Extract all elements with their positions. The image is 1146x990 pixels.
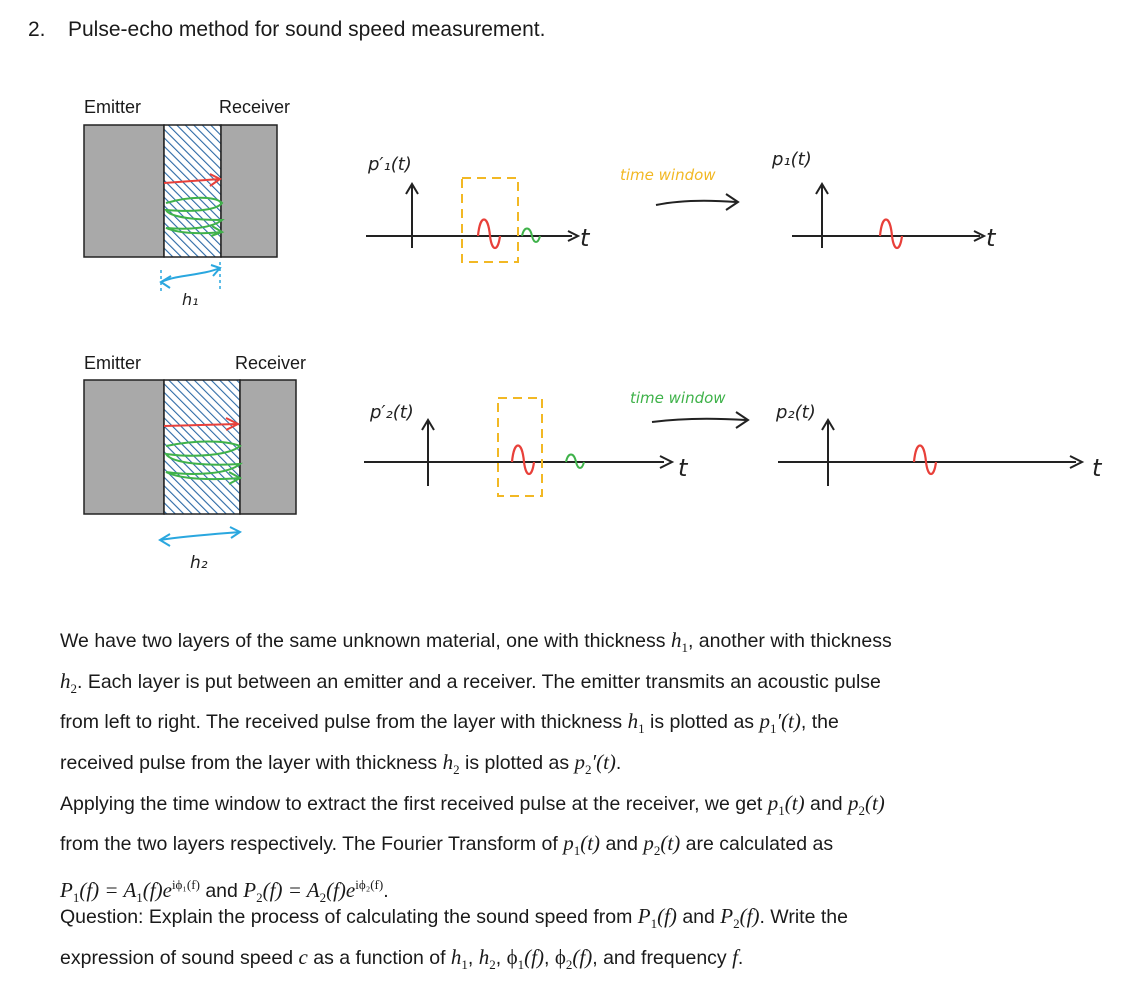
- time-window-arrow-1: time window: [620, 166, 740, 211]
- pulse-path-red-1: [163, 178, 221, 184]
- emitter-block-1: [83, 124, 165, 258]
- emitter-label-1: Emitter: [84, 97, 142, 117]
- problem-title: Pulse-echo method for sound speed measur…: [68, 18, 546, 41]
- time-window-arrow-2: time window: [630, 389, 750, 429]
- thickness-label-2: h₂: [190, 553, 208, 573]
- pulse-red-2a: [510, 444, 536, 476]
- plot-1-input: p′₁(t) t: [366, 154, 591, 263]
- time-window-box-1: [461, 177, 519, 263]
- echo-path-green-2: [164, 440, 244, 481]
- input-signal-label-2: p′₂(t): [369, 402, 414, 423]
- setup-2: h₂: [83, 379, 297, 573]
- receiver-label-1: Receiver: [219, 97, 291, 117]
- output-signal-label-2: p₂(t): [775, 402, 816, 423]
- pulse-red-1b: [878, 218, 904, 250]
- pulse-red-1a: [476, 218, 502, 250]
- echo-path-green-1: [164, 196, 225, 235]
- thickness-dimension-2: [159, 531, 241, 541]
- time-window-label-1: time window: [620, 166, 716, 184]
- emitter-block-2: [83, 379, 165, 515]
- svg-text:t: t: [986, 224, 997, 252]
- svg-text:t: t: [1092, 454, 1103, 482]
- plot-2-input: p′₂(t) t: [364, 397, 689, 497]
- question-text: Question: Explain the process of calcula…: [60, 904, 848, 972]
- receiver-label-2: Receiver: [235, 353, 307, 373]
- svg-text:t: t: [580, 224, 591, 252]
- problem-heading: 2. Pulse-echo method for sound speed meas…: [28, 18, 545, 42]
- time-window-label-2: time window: [630, 389, 726, 407]
- plot-2-output: p₂(t) t: [775, 402, 1103, 486]
- problem-statement: We have two layers of the same unknown m…: [60, 628, 892, 906]
- receiver-block-1: [220, 124, 278, 258]
- pulse-red-2b: [912, 444, 938, 476]
- thickness-label-1: h₁: [182, 290, 199, 309]
- output-signal-label-1: p₁(t): [771, 149, 812, 170]
- emitter-label-2: Emitter: [84, 353, 142, 373]
- echo-green-1a: [521, 227, 541, 243]
- svg-text:t: t: [678, 454, 689, 482]
- material-layer-1: [163, 124, 222, 258]
- input-signal-label-1: p′₁(t): [367, 154, 412, 175]
- material-layer-2: [163, 379, 241, 515]
- thickness-dimension-1: [160, 267, 221, 283]
- pulse-path-red-2: [163, 423, 239, 427]
- problem-number: 2.: [28, 18, 46, 41]
- echo-green-2a: [565, 453, 585, 469]
- setup-1: h₁: [83, 124, 278, 309]
- time-window-box-2: [497, 397, 543, 497]
- receiver-block-2: [239, 379, 297, 515]
- pulse-echo-diagrams: h₁ p′₁(t) t time window p₁(t) t: [83, 124, 1103, 573]
- plot-1-output: p₁(t) t: [771, 149, 997, 252]
